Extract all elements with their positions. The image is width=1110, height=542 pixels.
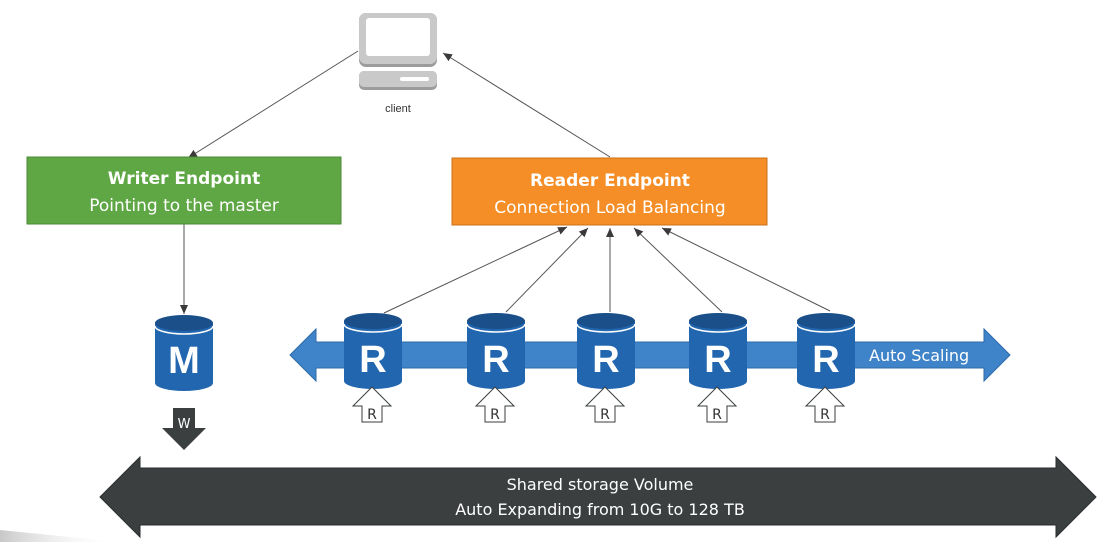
shared-storage-arrow	[99, 455, 1097, 539]
writer-endpoint-title: Writer Endpoint	[108, 169, 260, 189]
replica-db-icon: R	[343, 313, 403, 389]
reader-to-client-connector	[442, 52, 611, 158]
client-computer: client	[359, 13, 437, 115]
replica-4-to-reader-connector	[633, 227, 723, 313]
slide-shadow	[0, 530, 120, 542]
replica-db-icon: R	[796, 313, 856, 389]
read-arrow-icon: R	[351, 386, 393, 423]
replica-db-icon: R	[466, 313, 526, 389]
read-arrow-icon: R	[584, 386, 626, 423]
replica-1-to-reader-connector	[383, 226, 568, 314]
writer-endpoint-box: Writer Endpoint Pointing to the master	[26, 156, 342, 225]
replica-5-to-reader-connector	[661, 227, 831, 312]
master-letter: M	[168, 340, 200, 382]
read-label: R	[820, 407, 830, 423]
read-arrow-icon: R	[696, 386, 738, 423]
read-arrow-icon: R	[474, 386, 516, 423]
reader-endpoint-title: Reader Endpoint	[530, 171, 690, 191]
read-label: R	[600, 407, 610, 423]
reader-endpoint-box: Reader Endpoint Connection Load Balancin…	[451, 157, 768, 226]
client-to-writer-connector	[187, 50, 359, 159]
writer-endpoint-subtitle: Pointing to the master	[89, 196, 279, 216]
read-label: R	[367, 407, 377, 423]
replicas-layer: R R R R R R R R R R	[343, 313, 856, 423]
desktop-computer-icon	[359, 13, 437, 90]
read-label: R	[490, 407, 500, 423]
replica-letter: R	[482, 339, 509, 381]
client-label: client	[385, 103, 411, 115]
replica-letter: R	[359, 339, 386, 381]
write-arrow-icon: W	[162, 408, 206, 450]
reader-endpoint-subtitle: Connection Load Balancing	[494, 198, 725, 218]
replica-letter: R	[812, 339, 839, 381]
replica-db-icon: R	[688, 313, 748, 389]
auto-scaling-label: Auto Scaling	[869, 346, 969, 365]
read-label: R	[712, 407, 722, 423]
write-label: W	[178, 417, 191, 432]
replica-letter: R	[704, 339, 731, 381]
replica-letter: R	[592, 339, 619, 381]
master-db-icon: M	[154, 315, 214, 391]
replica-2-to-reader-connector	[505, 227, 589, 313]
replica-db-icon: R	[576, 313, 636, 389]
storage-line-1: Shared storage Volume	[507, 475, 694, 494]
read-arrow-icon: R	[804, 386, 846, 423]
storage-line-2: Auto Expanding from 10G to 128 TB	[455, 500, 745, 519]
